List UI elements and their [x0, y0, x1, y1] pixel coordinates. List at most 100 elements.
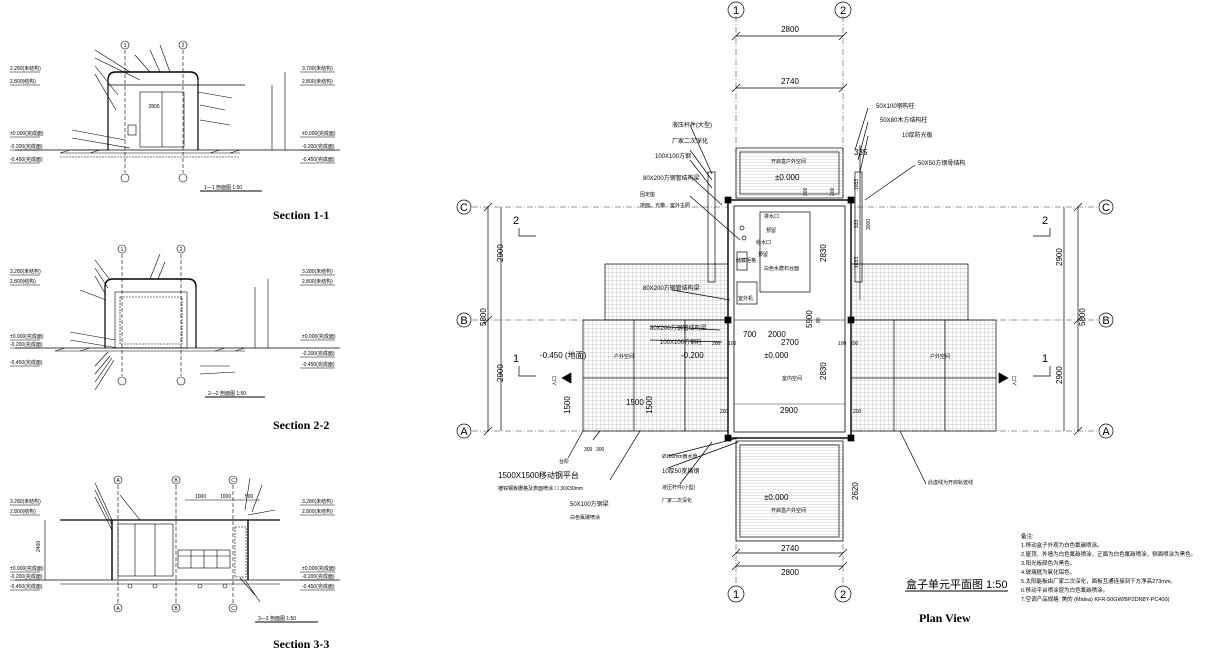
s3-grid-b-bottom: B — [174, 606, 178, 612]
s2-level-l3: ±0.000(完成面) — [10, 333, 44, 340]
plan-level-step: -0.200 — [681, 351, 704, 360]
plan-dim-right-inner-4: 1033 — [854, 257, 860, 268]
callout-white-coating: 白色氟碳喷涂 — [570, 514, 600, 521]
s1-level-l1: 2.280(未结构) — [10, 65, 41, 72]
plan-dim-inner-200-a: 200 — [803, 187, 809, 196]
plan-dim-inner-200-e: 200 — [712, 341, 721, 347]
callout-hydraulic-small: 液压杆件(小型) — [662, 484, 696, 491]
callout-100-column: 100X100方钢柱 — [660, 338, 702, 346]
plan-label-drain: 排水口 — [764, 213, 779, 220]
plan-dim-inner-80: 80 — [816, 317, 822, 323]
plan-label-storage: 储藏柜格 — [736, 257, 756, 264]
plan-section-mark-1-right: 1 — [1042, 353, 1048, 365]
plan-level-top-box: ±0.000 — [775, 173, 800, 182]
s2-level-r2: 2.800(未结构) — [302, 278, 333, 285]
plan-dim-inner-200-c: 200 — [720, 409, 729, 415]
plan-grid-bubble-bottom-1 — [727, 585, 745, 603]
s1-grid-2: 2 — [182, 43, 185, 49]
s3-section-title: 3—3 剖面图 1:50 — [258, 615, 296, 622]
s2-level-l1: 3.280(未结构) — [10, 268, 41, 275]
s2-level-r3: ±0.000(完成面) — [302, 333, 336, 340]
plan-grid-left-b: B — [460, 315, 467, 327]
callout-vendor-1: 厂家二次深化 — [672, 137, 708, 145]
s3-grid-a: A — [116, 478, 120, 484]
plan-dim-left-lower: 2900 — [496, 364, 505, 382]
plan-dim-2620: 2620 — [851, 482, 860, 500]
plan-dim-inner-200-d: 200 — [853, 409, 862, 415]
plan-drawing — [456, 1, 1114, 603]
notes-line-6: 6.移动平台喷涂层为白色氟碳喷涂。 — [1021, 586, 1108, 594]
callout-steps: 台阶 — [559, 458, 569, 465]
plan-title: 盒子单元平面图 1:50 — [906, 577, 1007, 591]
s3-level-r1: 3.280(未结构) — [302, 498, 333, 505]
plan-label-terrazzo-counter: 白色水磨石台面 — [764, 265, 799, 272]
plan-section-mark-2-right: 2 — [1042, 215, 1048, 227]
plan-text: 1 2 1 2 C B A C B A 2800 2740 2740 2800 … — [460, 5, 1196, 625]
plan-dim-inner-100-a: 100 — [728, 341, 737, 347]
plan-level-ground: -0.450 (地面) — [540, 350, 587, 360]
callout-fixed-seat: 固定座 — [640, 191, 655, 198]
plan-entry-left: 入口 — [552, 376, 558, 386]
plan-dim-top-inner: 2740 — [781, 77, 799, 86]
plan-grid-right-c: C — [1102, 202, 1110, 214]
s1-level-l5: -0.450(完成面) — [10, 156, 43, 163]
s1-level-r2: 2.800(未结构) — [302, 78, 333, 85]
s1-section-title: 1—1 剖面图 1:50 — [204, 184, 242, 191]
plan-grid-right-b: B — [1102, 315, 1109, 327]
plan-dim-300-a: 300 — [584, 447, 593, 453]
plan-entry-right: 入口 — [1012, 376, 1018, 386]
notes-line-3: 3.阳光板颜色为黑色。 — [1021, 559, 1075, 567]
callout-rain-pipe: Ø100mm雨水管 — [662, 453, 698, 460]
plan-room-outdoor-right: 户外空间 — [930, 353, 950, 360]
plan-dim-right-inner-1: 1033 — [854, 179, 860, 190]
plan-label-reserve-2: 预留 — [758, 251, 768, 258]
s3-dim-3: 500 — [245, 494, 254, 500]
plan-dim-inner-2000: 2000 — [768, 330, 786, 339]
plan-grid-bubble-right-a — [1098, 423, 1114, 439]
callout-80x200-beam-3: 80X200方钢管结构梁 — [650, 324, 707, 332]
plan-level-interior: ±0.000 — [764, 351, 789, 360]
plan-dim-inner-700: 700 — [743, 330, 757, 339]
plan-dim-right-upper: 2900 — [1055, 248, 1064, 266]
section-1-1-drawing: 1 2 — [10, 40, 340, 192]
callout-flat-bar: 10厚50宽扁钢 — [662, 467, 699, 475]
callout-timber-column: 50X80木方结构柱 — [880, 116, 927, 124]
plan-label-ac-unit: 室外机 — [738, 295, 753, 302]
s3-level-l1: 3.280(未结构) — [10, 498, 41, 505]
plan-dim-inner-200-b: 200 — [830, 187, 836, 196]
plan-room-bottom-outdoor: 开启盒户外空间 — [771, 507, 806, 514]
section-3-3-drawing — [10, 475, 340, 623]
s3-level-r4: -0.200(完成面) — [302, 573, 335, 580]
plan-dim-right-total: 5800 — [1078, 308, 1087, 326]
plan-grid-bottom-1: 1 — [733, 589, 739, 601]
plan-dim-top-outer: 2800 — [781, 25, 799, 34]
plan-grid-bubble-left-a — [456, 423, 472, 439]
callout-trajectory: 此虚线为开启轨迹线 — [928, 479, 973, 486]
plan-room-outdoor-left: 户外空间 — [614, 353, 634, 360]
s3-level-l2: 2.800(结构) — [10, 508, 36, 515]
s3-dim-height: 2400 — [36, 541, 42, 552]
callout-50x100-beam: 50X100方钢梁 — [570, 500, 609, 508]
plan-grid-bubble-top-1 — [727, 1, 745, 19]
s2-level-l2: 2.800(结构) — [10, 278, 36, 285]
s3-grid-b: B — [174, 478, 178, 484]
caption-plan: Plan View — [919, 611, 971, 625]
s1-level-r4: -0.200(完成面) — [302, 143, 335, 150]
plan-dim-1500-h: 1500 — [626, 398, 644, 407]
s1-level-r1: 3.700(未结构) — [302, 65, 333, 72]
notes-header: 备注: — [1021, 532, 1034, 540]
s1-grid-1: 1 — [124, 43, 127, 49]
plan-dim-inner-200-f: 200 — [850, 341, 859, 347]
plan-grid-bubble-left-c — [456, 199, 472, 215]
plan-section-mark-2-left: 2 — [513, 215, 519, 227]
plan-grid-bubble-left-b — [456, 312, 472, 328]
s1-level-l2: 2.800(结构) — [10, 78, 36, 85]
plan-grid-bubble-right-b — [1098, 312, 1114, 328]
plan-grid-bottom-2: 2 — [840, 589, 846, 601]
plan-dim-inner-2830-upper: 2830 — [819, 244, 828, 262]
s3-level-r5: -0.450(完成面) — [302, 583, 335, 590]
plan-dim-inner-100-b: 100 — [838, 341, 847, 347]
plan-label-water-inlet: 给水口 — [756, 239, 771, 246]
plan-grid-right-a: A — [1102, 426, 1110, 438]
